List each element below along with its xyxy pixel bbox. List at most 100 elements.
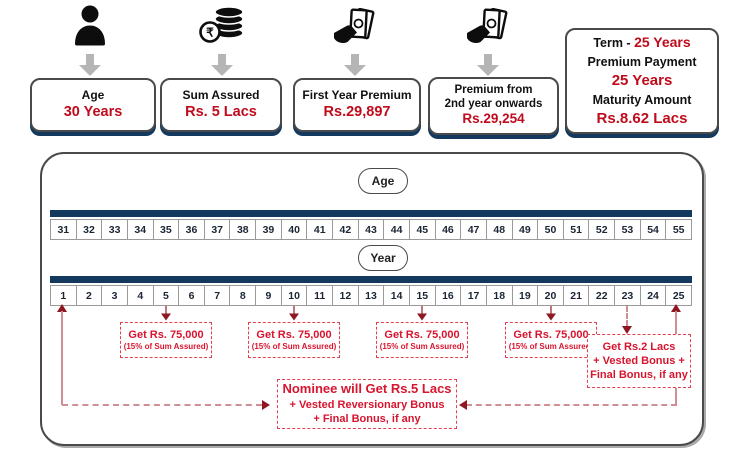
year-cell: 3: [102, 286, 128, 305]
sum-assured-card: Sum Assured Rs. 5 Lacs: [160, 78, 282, 132]
age-cell: 54: [641, 220, 667, 239]
year-cell: 5: [154, 286, 180, 305]
year-cell: 4: [128, 286, 154, 305]
connector-right-horizontal: [466, 404, 677, 406]
age-card-value: 30 Years: [63, 104, 123, 121]
premium-payment-value: 25 Years: [611, 71, 673, 89]
survival-benefit-year10: Get Rs. 75,000 (15% of Sum Assured): [248, 322, 340, 358]
survival-amount: Get Rs. 75,000: [513, 328, 589, 341]
arrowhead-right-icon: [262, 400, 270, 410]
maturity-line1: Get Rs.2 Lacs: [602, 340, 676, 353]
age-cell: 35: [154, 220, 180, 239]
age-cell: 51: [564, 220, 590, 239]
connector-left-horizontal: [62, 404, 262, 406]
payout-arrow-icon: [417, 306, 427, 321]
year-bar: [50, 276, 692, 283]
age-cell: 45: [410, 220, 436, 239]
age-cell: 34: [128, 220, 154, 239]
year-cell: 8: [230, 286, 257, 305]
age-cell: 44: [384, 220, 410, 239]
term-label: Term -: [593, 36, 631, 51]
connector-maturity-down: [675, 388, 677, 405]
premium-payment-label: Premium Payment: [587, 54, 697, 69]
age-cell: 40: [282, 220, 308, 239]
year-cell: 1: [51, 286, 77, 305]
death-line3: + Final Bonus, if any: [313, 413, 421, 426]
first-year-premium-value: Rs.29,897: [323, 104, 391, 121]
survival-note: (15% of Sum Assured): [123, 341, 209, 351]
cash-in-hand-icon: [334, 8, 375, 44]
year-cell: 9: [256, 286, 282, 305]
year-cell: 7: [205, 286, 231, 305]
age-cell: 41: [307, 220, 334, 239]
survival-amount: Get Rs. 75,000: [384, 328, 460, 341]
survival-benefit-year5: Get Rs. 75,000 (15% of Sum Assured): [120, 322, 212, 358]
year-cell: 2: [77, 286, 103, 305]
survival-amount: Get Rs. 75,000: [128, 328, 204, 341]
survival-amount: Get Rs. 75,000: [256, 328, 332, 341]
death-benefit-callout: Nominee will Get Rs.5 Lacs + Vested Reve…: [277, 379, 457, 429]
death-line1: Nominee will Get Rs.5 Lacs: [282, 381, 452, 397]
down-arrow-icon: [79, 54, 101, 76]
term-summary-card: Term - 25 Years Premium Payment 25 Years…: [565, 28, 719, 134]
survival-note: (15% of Sum Assured): [251, 341, 337, 351]
year-cell: 17: [461, 286, 487, 305]
survival-benefit-year15: Get Rs. 75,000 (15% of Sum Assured): [376, 322, 468, 358]
age-cell: 52: [589, 220, 616, 239]
down-arrow-icon: [211, 54, 233, 76]
age-cell: 53: [615, 220, 641, 239]
arrowhead-left-icon: [459, 400, 467, 410]
year-cell: 21: [564, 286, 590, 305]
age-cell: 31: [51, 220, 77, 239]
connector-year1-down: [61, 311, 63, 405]
death-line2: + Vested Reversionary Bonus: [289, 399, 445, 412]
age-cell: 33: [102, 220, 128, 239]
maturity-value: Rs.8.62 Lacs: [596, 110, 688, 128]
year-cell: 6: [179, 286, 205, 305]
down-arrow-icon: [344, 54, 366, 76]
term-value: 25 Years: [634, 34, 691, 51]
age-cell: 48: [487, 220, 513, 239]
payout-arrow-icon: [546, 306, 556, 321]
age-cell: 55: [672, 223, 685, 236]
age-cell: 37: [205, 220, 231, 239]
rupee-coins-icon: ₹: [199, 6, 244, 43]
arrowhead-up-icon: [57, 304, 67, 312]
age-cell: 42: [333, 220, 359, 239]
year-cell: 23: [615, 286, 641, 305]
survival-note: (15% of Sum Assured): [379, 341, 465, 351]
connector-year25-up: [675, 311, 677, 338]
down-arrow-icon: [477, 54, 499, 76]
age-cell: 46: [436, 220, 462, 239]
year-pill: Year: [358, 245, 408, 271]
age-cell: 43: [359, 220, 385, 239]
year-cell: 11: [307, 286, 334, 305]
maturity-line3: Final Bonus, if any: [590, 369, 688, 382]
year-cell: 12: [333, 286, 359, 305]
sum-assured-value: Rs. 5 Lacs: [185, 104, 257, 121]
year-cell: 18: [487, 286, 513, 305]
cash-in-hand-icon: [467, 8, 508, 44]
maturity-label: Maturity Amount: [592, 93, 692, 108]
renewal-premium-title: Premium from: [454, 84, 533, 97]
age-cell: 32: [77, 220, 103, 239]
term-row: Term - 25 Years: [593, 32, 690, 52]
connector-year23-down: [626, 306, 628, 326]
arrowhead-down-icon: [622, 326, 632, 334]
age-cell: 49: [513, 220, 539, 239]
age-cell: 39: [256, 220, 282, 239]
first-year-premium-title: First Year Premium: [302, 88, 412, 103]
age-bar: [50, 210, 692, 217]
survival-benefit-year20: Get Rs. 75,000 (15% of Sum Assured): [505, 322, 597, 358]
age-pill: Age: [358, 168, 408, 194]
maturity-benefit-callout: Get Rs.2 Lacs + Vested Bonus + Final Bon…: [587, 334, 691, 388]
arrowhead-up-icon: [671, 304, 681, 312]
year-cell: 15: [410, 286, 436, 305]
payout-arrow-icon: [289, 306, 299, 321]
person-icon: [75, 5, 105, 46]
maturity-line2: + Vested Bonus +: [593, 354, 685, 367]
year-cell: 24: [641, 286, 667, 305]
age-cell: 38: [230, 220, 257, 239]
